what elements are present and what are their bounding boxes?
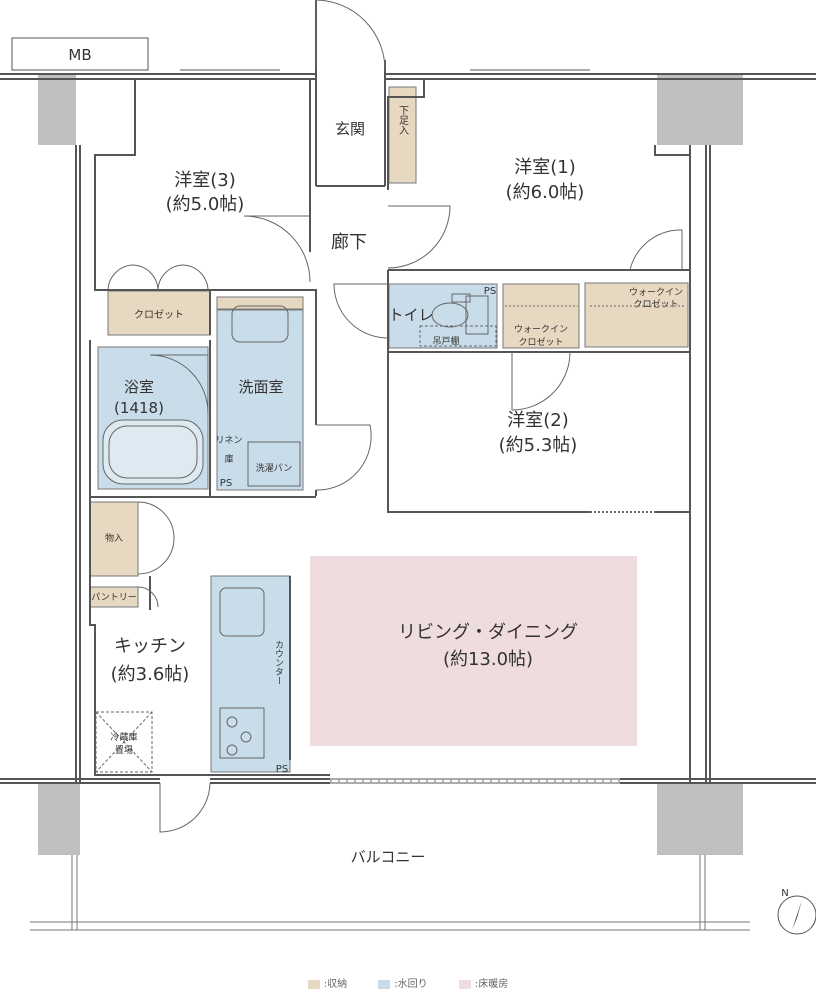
walls: [0, 0, 816, 784]
walkin-closet-zone: [502, 283, 580, 349]
washroom-label: 洗面室: [238, 378, 283, 396]
room-labels: 玄関 下足入 廊下 洋室(3) (約5.0帖) 洋室(1) (約6.0帖) 洋室…: [91, 105, 683, 866]
counter-label: カウンター: [273, 640, 284, 685]
cooktop: [219, 707, 265, 759]
toilet-zone: [388, 283, 498, 349]
ps-label-wash: PS: [220, 478, 232, 489]
north-label: N: [781, 888, 788, 899]
column: [38, 73, 76, 145]
legend-label: :床暖房: [474, 979, 509, 990]
floor-heating-zone: [310, 556, 637, 746]
mb-box: [11, 37, 149, 71]
washroom-door[interactable]: [315, 424, 372, 491]
room1-door[interactable]: [387, 205, 451, 269]
legend-swatch: [458, 979, 471, 989]
storage-doors[interactable]: [137, 501, 175, 575]
north-arrow-icon: N: [777, 888, 816, 935]
legend: :収納 :水回り :床暖房: [0, 975, 816, 990]
fridge-label-1: 冷蔵庫: [110, 731, 137, 743]
room3-name: 洋室(3): [174, 170, 236, 191]
washroom-zone: [216, 309, 304, 491]
washer-pan-label: 洗濯パン: [256, 462, 292, 474]
genkan-label: 玄関: [335, 120, 365, 138]
closet-doors[interactable]: [107, 264, 209, 291]
hanging-shelf: [419, 325, 497, 347]
room1-size: (約6.0帖): [506, 182, 585, 203]
linen-label-2: 庫: [224, 453, 233, 465]
kitchen-size: (約3.6帖): [111, 664, 190, 685]
room2-door[interactable]: [511, 351, 571, 411]
toilet-label: トイレ: [388, 306, 433, 324]
storage-room-zone: [89, 501, 139, 577]
room2-name: 洋室(2): [507, 410, 569, 431]
closet-label: クロゼット: [134, 309, 184, 321]
hanging-shelf-label: 吊戸棚: [432, 335, 459, 347]
linen-label-1: リネン: [215, 435, 242, 446]
pantry-label: パントリー: [91, 592, 136, 603]
walkin-closet2-label-2: クロゼット: [633, 298, 678, 310]
legend-item-water: :水回り: [378, 975, 428, 990]
shoe-storage-label: 下足入: [397, 105, 409, 135]
columns: [38, 73, 743, 855]
mb-label: MB: [68, 46, 91, 64]
ps-label-kitchen: PS: [276, 764, 288, 775]
living-name: リビング・ダイニング: [398, 622, 578, 643]
storage-room-label: 物入: [105, 532, 123, 544]
walkin-closet2-zone: [584, 282, 689, 348]
toilet-fixture: [465, 295, 489, 335]
pantry-door[interactable]: [137, 586, 159, 608]
legend-swatch: [378, 979, 391, 989]
column: [38, 783, 80, 855]
balcony-rail: [30, 855, 750, 931]
walkin-closet-label-1: ウォークイン: [514, 324, 568, 335]
bathroom-door[interactable]: [149, 354, 209, 414]
legend-swatch: [307, 979, 320, 989]
kitchen-name: キッチン: [114, 636, 186, 657]
walkin-closet-label-2: クロゼット: [518, 336, 563, 348]
room3-door[interactable]: [243, 215, 311, 283]
washer-pan: [247, 441, 301, 487]
legend-label: :収納: [323, 979, 348, 990]
walkin-door[interactable]: [629, 229, 683, 271]
room3-size: (約5.0帖): [166, 194, 245, 215]
entrance-door[interactable]: [315, 0, 386, 71]
living-size: (約13.0帖): [443, 649, 533, 670]
kitchen-sink: [219, 587, 265, 637]
hallway-label: 廊下: [331, 232, 367, 253]
walkin-closet2-label-1: ウォークイン: [629, 287, 683, 298]
legend-item-storage: :収納: [307, 975, 348, 990]
column: [657, 73, 743, 145]
zones: [89, 86, 689, 773]
balcony-label: バルコニー: [351, 848, 426, 866]
room2-size: (約5.3帖): [499, 435, 578, 456]
ps-label-toilet: PS: [484, 286, 496, 297]
bathtub: [102, 419, 204, 485]
toilet-door[interactable]: [333, 283, 389, 339]
room1-name: 洋室(1): [514, 157, 576, 178]
fixtures: [95, 293, 686, 782]
legend-label: :水回り: [394, 979, 428, 990]
doors: [107, 0, 683, 833]
fridge-label-2: 置場: [115, 744, 133, 756]
bathroom-size: (1418): [114, 399, 164, 417]
vanity-sink: [231, 305, 289, 343]
kitchen-balcony-door[interactable]: [159, 782, 211, 833]
washroom-shelf-zone: [216, 296, 304, 310]
fridge-space: [95, 711, 153, 773]
column: [657, 783, 743, 855]
shoe-storage-zone: [388, 86, 417, 184]
bathroom-name: 浴室: [124, 378, 154, 396]
legend-item-floor-heating: :床暖房: [458, 975, 509, 990]
